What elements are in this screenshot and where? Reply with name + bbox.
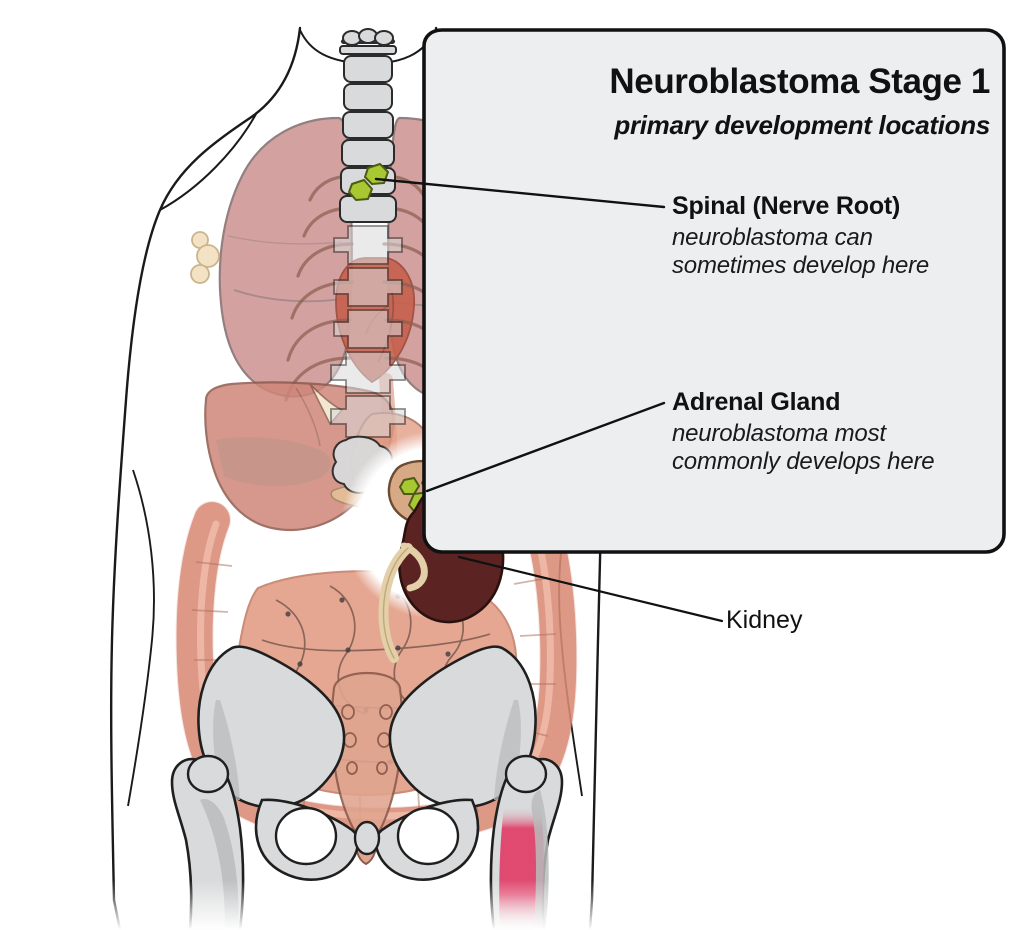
annotation-adrenal-line-1: neuroblastoma most <box>672 420 886 447</box>
lymph-nodes-left <box>190 231 220 284</box>
annotation-adrenal-line-2: commonly develops here <box>672 448 935 476</box>
annotation-spinal-title: Spinal (Nerve Root) <box>672 192 901 220</box>
annotation-spinal: Spinal (Nerve Root) neuroblastoma can so… <box>672 192 929 281</box>
annotation-adrenal: Adrenal Gland neuroblastoma most commonl… <box>672 388 935 477</box>
annotation-spinal-line-1: neuroblastoma can <box>672 224 873 251</box>
annotation-adrenal-title: Adrenal Gland <box>672 388 841 416</box>
leader-line-adrenal <box>425 401 666 493</box>
callout-panel <box>422 28 1006 554</box>
page-title: Neuroblastoma Stage 1 <box>609 62 990 101</box>
pelvis <box>197 645 537 881</box>
leader-lines <box>374 177 724 623</box>
leader-line-kidney <box>457 555 724 623</box>
page-subtitle: primary development locations <box>614 110 990 140</box>
bottom-fade <box>0 880 1024 930</box>
label-kidney: Kidney <box>726 606 803 634</box>
leader-line-spinal <box>374 177 666 209</box>
annotation-spinal-line-2: sometimes develop here <box>672 252 930 280</box>
